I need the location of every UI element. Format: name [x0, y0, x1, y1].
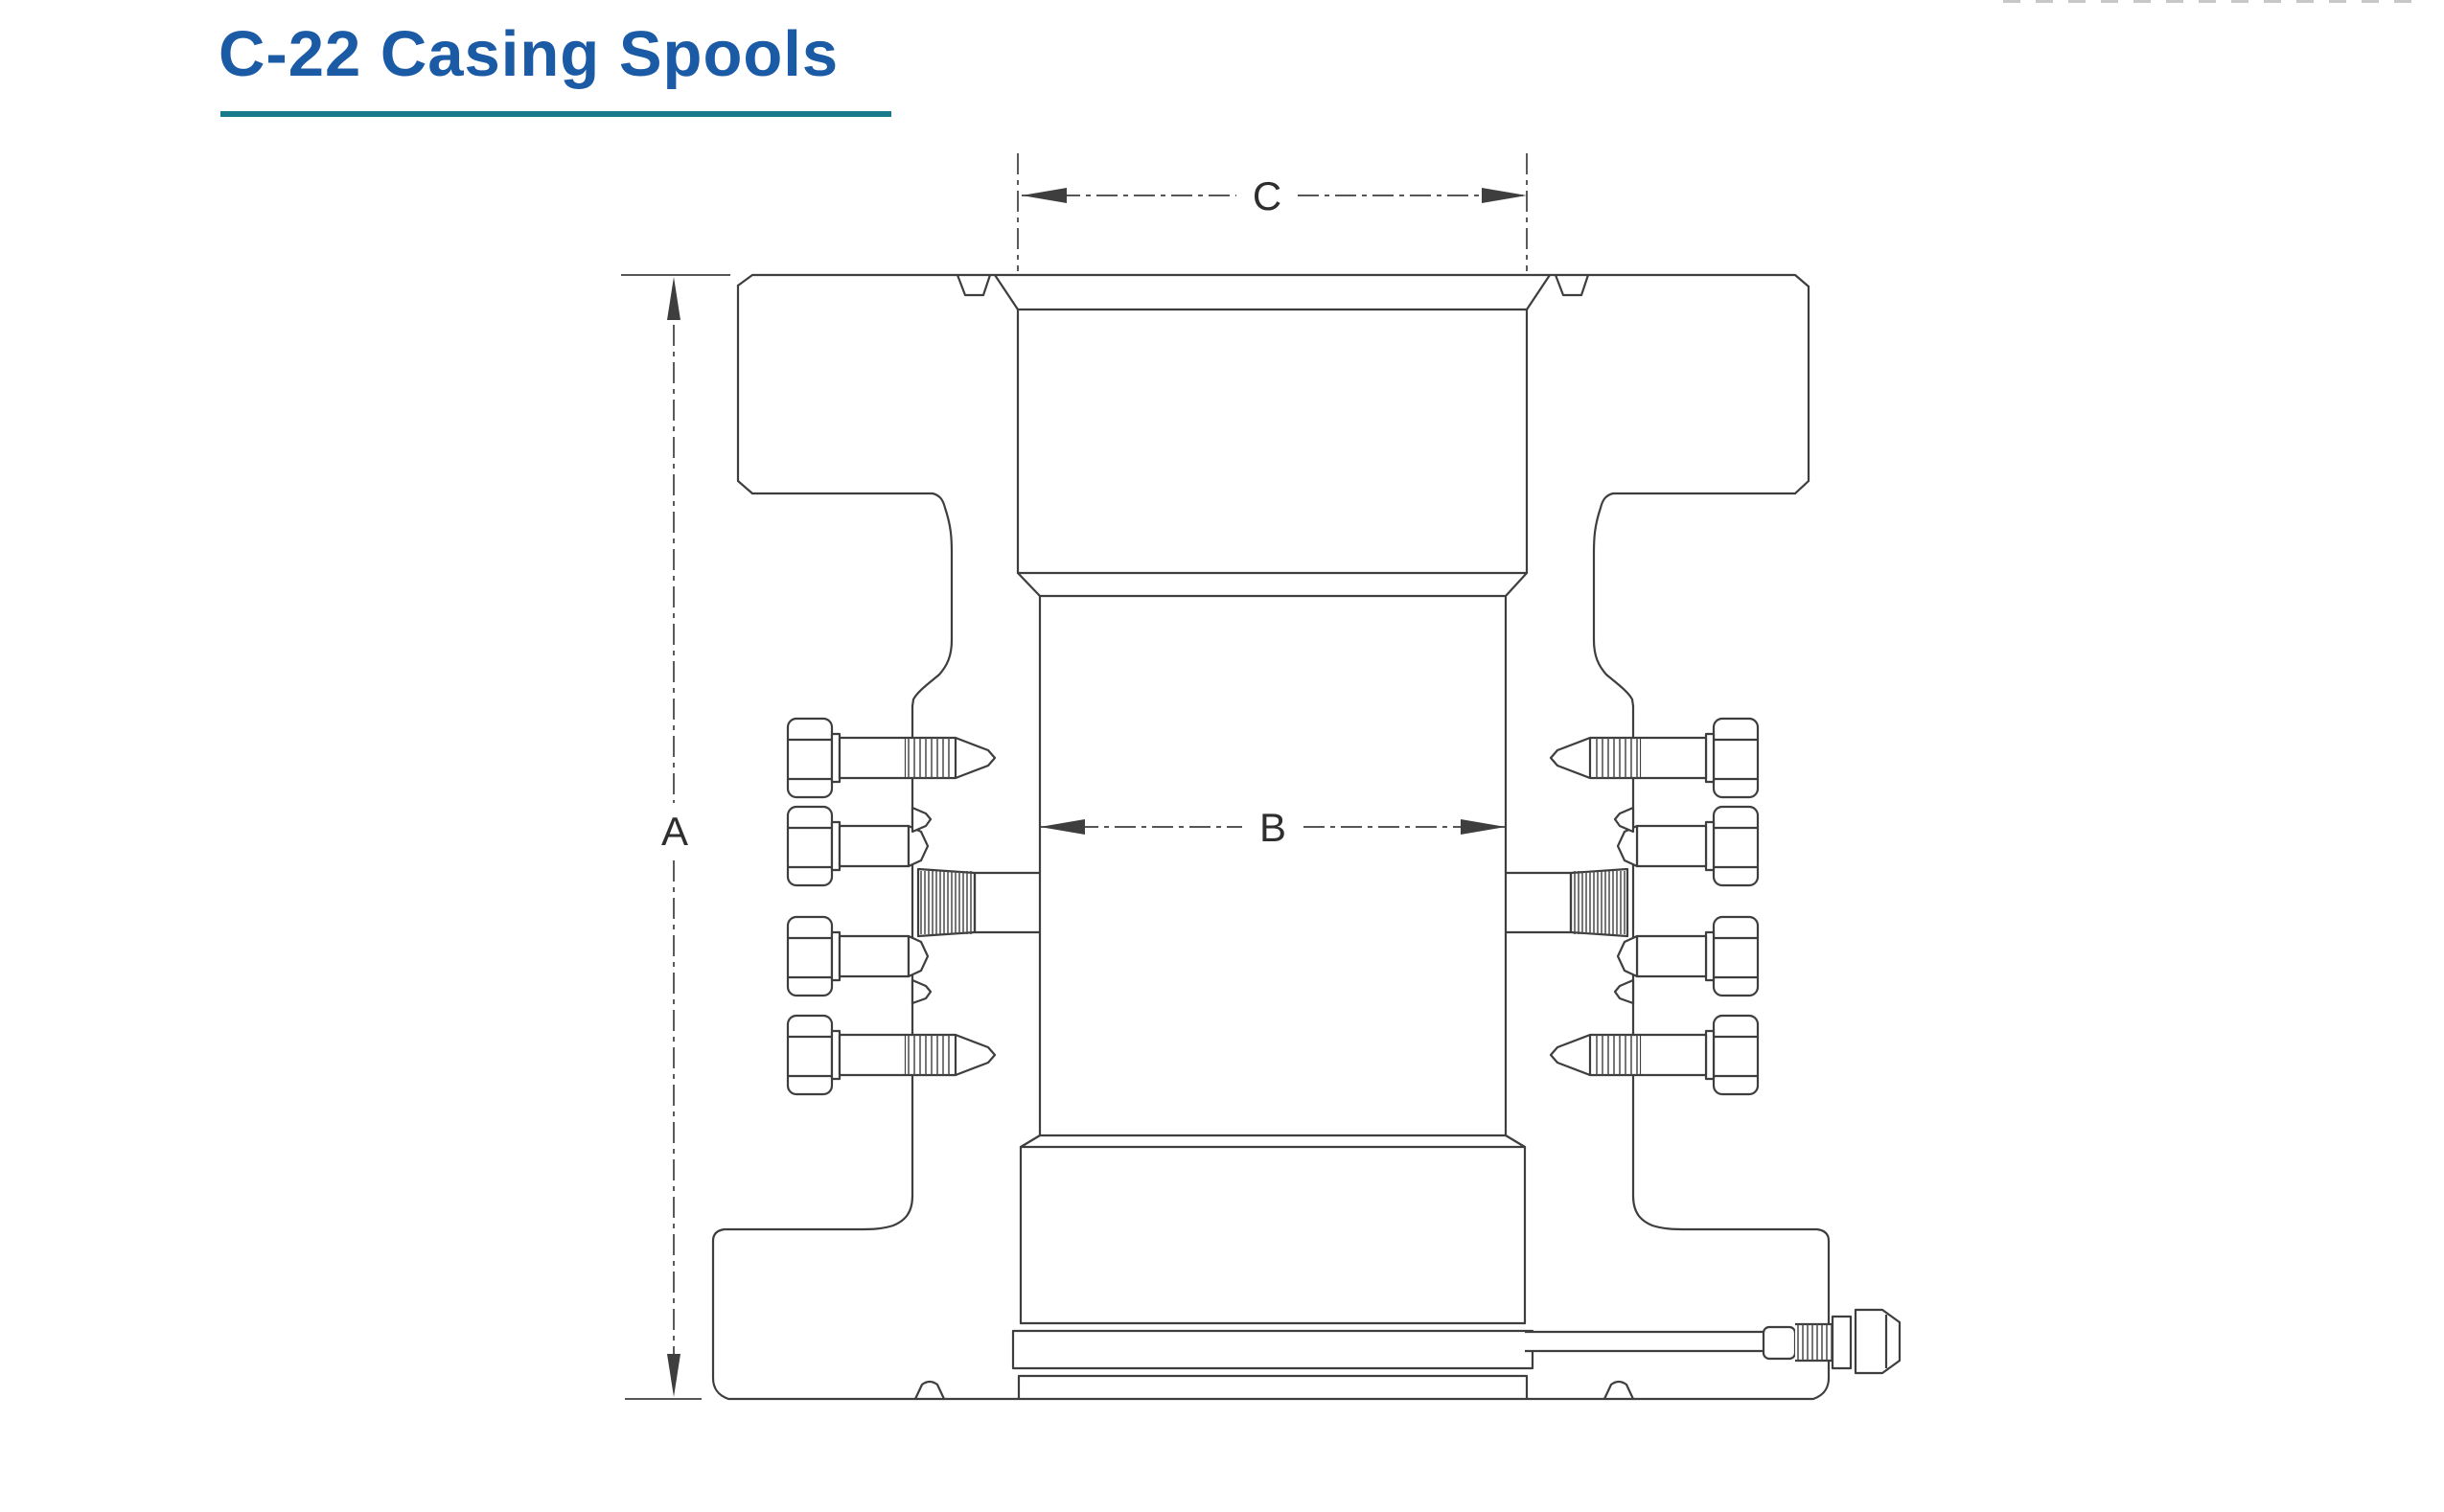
outlet-boss-thread-lines [920, 871, 972, 934]
dim-c-arrow-right [1482, 188, 1527, 203]
outlet-boss-thread-lines [1574, 871, 1625, 934]
stud-shaft [1638, 736, 1708, 780]
top-flange-top-face [736, 273, 1810, 288]
stud-washer [1704, 1029, 1716, 1081]
stud-tip [907, 934, 930, 978]
neck-chamfers [993, 273, 1552, 311]
stud-stub-tip [1613, 806, 1635, 834]
dimension-a: A [621, 274, 730, 1400]
dim-c-extension-lines [1017, 153, 1528, 271]
stud-shaft [838, 934, 911, 978]
stud-stub-tip [911, 978, 933, 1005]
stud-stub-tip [1613, 978, 1635, 1005]
page-title: C-22 Casing Spools [219, 18, 840, 90]
body-walls [1038, 594, 1508, 1137]
stud-tip [1549, 736, 1592, 780]
fitting-collar [1762, 1325, 1797, 1361]
nut-facets [788, 1035, 832, 1078]
stud-shaft [838, 824, 911, 868]
outlet-boss-neck [1506, 871, 1573, 934]
nut-facets [1714, 738, 1758, 781]
stud-nut [786, 805, 834, 887]
nut-facets [788, 738, 832, 781]
riser-walls [1016, 308, 1529, 575]
stud-threads [1596, 1035, 1638, 1075]
dim-b-label: B [1259, 805, 1286, 850]
stud-washer [830, 732, 842, 784]
dim-a-arrow-down [667, 1354, 680, 1397]
right-outlet-studs [1506, 717, 1760, 1096]
stud-shaft [838, 736, 908, 780]
stud-washer [830, 820, 842, 872]
fitting-threads [1797, 1324, 1833, 1361]
outlet-faces [911, 704, 1635, 1198]
test-port-pipe [1525, 1330, 1764, 1353]
dimension-b: B [1040, 805, 1506, 850]
stud-nut [786, 1014, 834, 1096]
stud-washer [1704, 930, 1716, 982]
stud-shaft [1635, 824, 1708, 868]
outlet-boss-threaded [916, 867, 977, 938]
dim-b-arrow-left [1040, 819, 1085, 835]
stud-tip [1616, 824, 1639, 868]
nut-facets [788, 936, 832, 979]
dim-a-arrow-up [667, 277, 680, 320]
top-flange-left-edge [736, 284, 754, 495]
stud-threads [908, 738, 950, 778]
nut-facets [1714, 1035, 1758, 1078]
base-flange [711, 1194, 1831, 1401]
nut-facets [1714, 826, 1758, 869]
stud-nut [1712, 805, 1760, 887]
dim-a-extension-ticks [621, 274, 730, 1400]
top-face-groove-left [956, 273, 992, 297]
stud-nut [1712, 717, 1760, 799]
stud-nut [1712, 915, 1760, 997]
stud-tip [954, 736, 997, 780]
stud-shaft [1638, 1033, 1708, 1077]
top-flange-right-edge [1793, 285, 1810, 495]
stud-washer [830, 930, 842, 982]
nut-facets [1714, 936, 1758, 979]
riser-shoulder [1016, 571, 1529, 598]
stud-washer [1704, 820, 1716, 872]
fitting-hex-ring [1831, 1315, 1853, 1370]
stud-tip [954, 1033, 997, 1077]
nut-facets [788, 826, 832, 869]
dim-a-label: A [661, 809, 688, 854]
base-notch-left [913, 1380, 946, 1401]
outlet-boss-neck [973, 871, 1040, 934]
lower-housing-walls [1019, 1145, 1527, 1325]
stud-shaft [838, 1033, 908, 1077]
spool-outline [711, 273, 1831, 1401]
dim-c-label: C [1253, 173, 1281, 218]
top-face-groove-right [1554, 273, 1590, 297]
scan-artifact [2003, 0, 2425, 3]
base-notch-right [1602, 1380, 1635, 1401]
stud-washer [830, 1029, 842, 1081]
dimension-c: C [1017, 153, 1528, 271]
dim-c-arrow-left [1022, 188, 1067, 203]
stud-tip [1616, 934, 1639, 978]
stud-tip [1549, 1033, 1592, 1077]
fitting-hex-cap [1854, 1308, 1902, 1375]
stud-threads [908, 1035, 950, 1075]
stud-nut [1712, 1014, 1760, 1096]
right-hub-profile [1592, 492, 1797, 708]
dim-b-arrow-right [1461, 819, 1506, 835]
outlet-boss-threaded [1569, 867, 1629, 938]
stud-nut [786, 915, 834, 997]
bottom-test-fitting [1525, 1308, 1902, 1375]
left-outlet-studs [786, 717, 1040, 1096]
stud-washer [1704, 732, 1716, 784]
lower-shoulder [1019, 1134, 1527, 1149]
stud-stub-tip [911, 806, 933, 834]
stud-nut [786, 717, 834, 799]
base-rings [1011, 1321, 1534, 1400]
stud-shaft [1635, 934, 1708, 978]
stud-threads [1596, 738, 1638, 778]
title-underline [220, 111, 891, 117]
left-hub-profile [750, 492, 954, 708]
stud-tip [907, 824, 930, 868]
